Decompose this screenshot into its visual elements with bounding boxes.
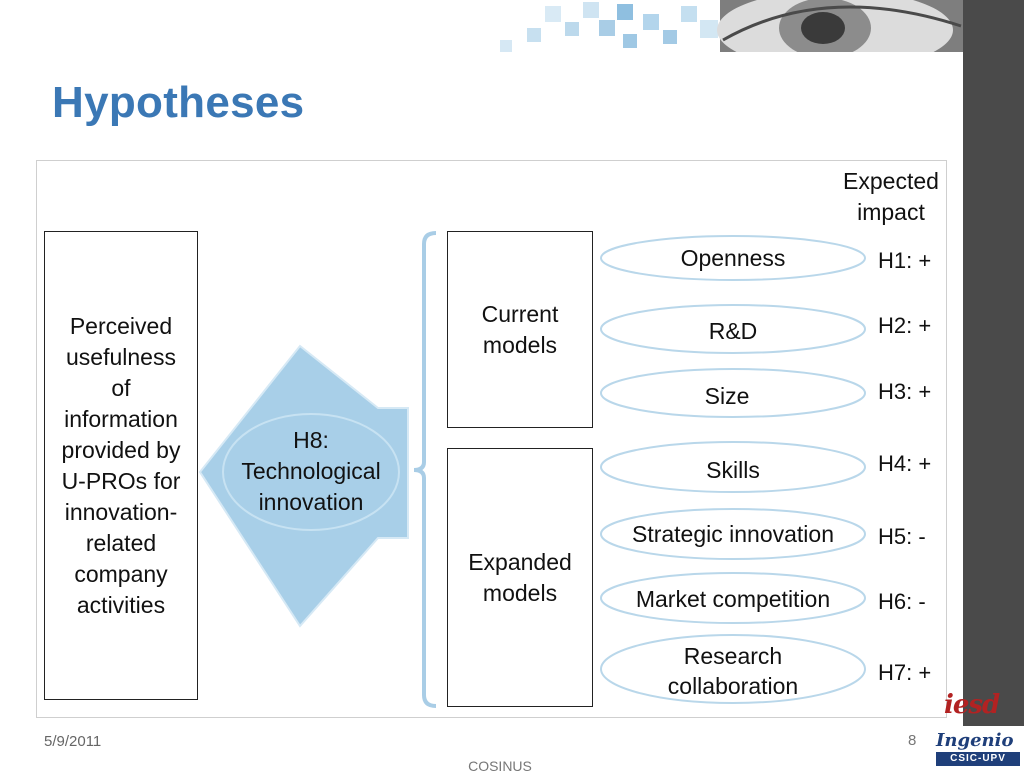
factor-oval-openness xyxy=(600,235,866,281)
hypothesis-h1: H1: + xyxy=(878,248,932,273)
footer-date: 5/9/2011 xyxy=(44,733,102,750)
page-number: 8 xyxy=(908,732,917,749)
factor-label-strategic-innovation: Strategic innovation xyxy=(631,521,834,547)
factor-oval-research-collaboration xyxy=(600,634,866,704)
factor-oval-size xyxy=(600,368,866,418)
factor-oval-skills xyxy=(600,441,866,493)
ingenio-logo: Ingenio CSIC-UPV xyxy=(932,726,1024,768)
factor-oval-market-competition xyxy=(600,572,866,624)
factor-label-rd: R&D xyxy=(708,318,758,344)
factor-label-skills: Skills xyxy=(706,457,760,483)
h8-oval xyxy=(222,413,400,531)
models-bracket xyxy=(413,231,437,708)
ingenio-logo-band: CSIC-UPV xyxy=(936,752,1020,766)
right-sidebar-bar xyxy=(963,0,1024,768)
factor-oval-strategic-innovation xyxy=(600,508,866,560)
factor-label-size: Size xyxy=(704,383,750,409)
factor-label-openness: Openness xyxy=(680,245,786,271)
hypothesis-h6: H6: - xyxy=(878,589,926,614)
hypothesis-h2: H2: + xyxy=(878,313,932,338)
outcome-box: Perceived usefulness of information prov… xyxy=(44,231,198,700)
footer-center-text: COSINUS xyxy=(468,758,532,774)
expected-impact-header: Expected impact xyxy=(843,168,939,225)
iesd-logo: iesd xyxy=(944,690,1000,720)
factor-oval-rd xyxy=(600,304,866,354)
factor-label-research-collaboration: Research collaboration xyxy=(667,643,799,699)
hypothesis-h7: H7: + xyxy=(878,660,932,685)
hypothesis-h4: H4: + xyxy=(878,451,932,476)
slide-title: Hypotheses xyxy=(52,78,305,127)
expanded-models-box: Expanded models xyxy=(447,448,593,707)
diagram-frame xyxy=(36,160,947,718)
h8-label: H8: Technological innovation xyxy=(241,427,381,515)
current-models-box: Current models xyxy=(447,231,593,428)
header-decoration xyxy=(495,0,963,52)
hypothesis-h3: H3: + xyxy=(878,379,932,404)
factor-label-market-competition: Market competition xyxy=(635,586,831,612)
ingenio-logo-name: Ingenio xyxy=(936,730,1014,751)
hypothesis-h5: H5: - xyxy=(878,524,926,549)
